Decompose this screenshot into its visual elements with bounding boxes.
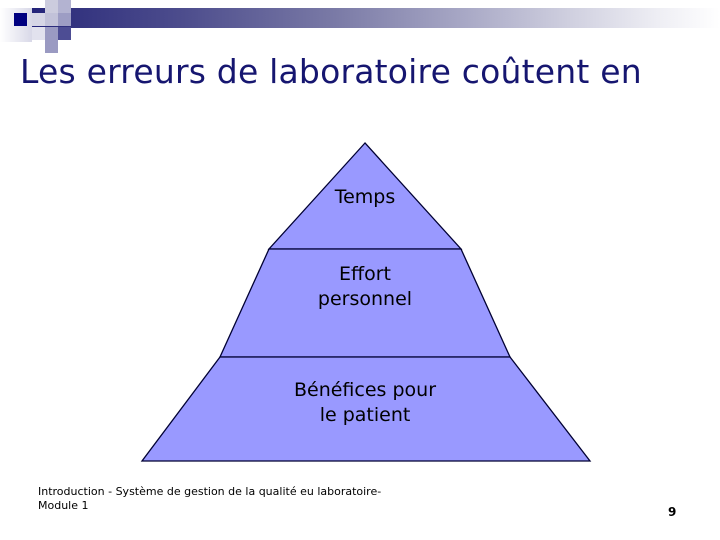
page-number: 9	[668, 505, 677, 519]
pyramid-label-middle: Effort personnel	[317, 263, 413, 310]
decor-square-6	[32, 27, 45, 40]
decor-square-navy	[14, 13, 27, 26]
decor-square-9	[45, 40, 58, 53]
pyramid-label-bottom: Bénéfices pour le patient	[293, 379, 437, 426]
decor-square-1	[45, 0, 58, 13]
page-title: Les erreurs de laboratoire coûtent en	[20, 52, 642, 91]
banner-gradient-bar	[32, 8, 720, 28]
decor-square-2	[58, 0, 71, 13]
decor-square-8	[58, 27, 71, 40]
decor-square-5	[58, 13, 71, 26]
decor-square-4	[45, 13, 58, 26]
decor-square-3	[32, 13, 45, 26]
pyramid-label-top: Temps	[334, 186, 396, 208]
slide-footer: Introduction - Système de gestion de la …	[38, 485, 382, 512]
decor-square-7	[45, 27, 58, 40]
